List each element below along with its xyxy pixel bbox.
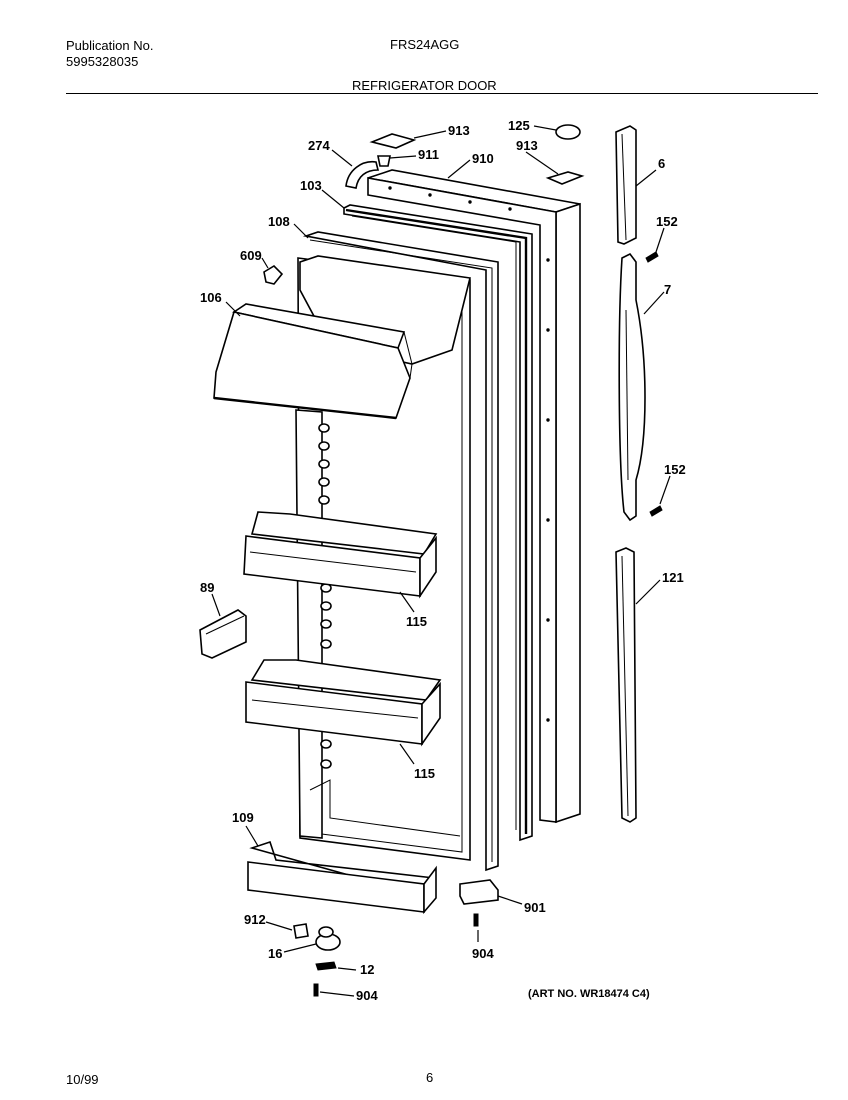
door-shelf-lower (245, 659, 442, 747)
dairy-compartment (213, 255, 471, 420)
part-label-106: 106 (200, 290, 222, 305)
part-label-901: 901 (524, 900, 546, 915)
model-number: FRS24AGG (390, 37, 460, 52)
part-label-913: 913 (448, 123, 470, 138)
part-label-904: 904 (356, 988, 378, 1003)
part-label-121: 121 (662, 570, 684, 585)
outer-door-panel (367, 169, 581, 824)
part-label-115: 115 (406, 614, 427, 629)
part-label-89: 89 (200, 580, 214, 595)
small-parts (199, 124, 585, 997)
door-gasket (343, 204, 533, 842)
publication-label: Publication No. (66, 38, 154, 53)
section-title: REFRIGERATOR DOOR (352, 78, 497, 93)
part-label-108: 108 (268, 214, 290, 229)
leader-lines (211, 125, 671, 997)
part-label-12: 12 (360, 962, 374, 977)
part-label-152: 152 (656, 214, 678, 229)
part-label-152: 152 (664, 462, 686, 477)
part-label-609: 609 (240, 248, 262, 263)
part-label-904: 904 (472, 946, 494, 961)
publication-number: 5995328035 (66, 54, 139, 69)
bottom-bin (247, 840, 437, 915)
art-number: (ART NO. WR18474 C4) (528, 988, 650, 1000)
footer-date: 10/99 (66, 1072, 99, 1087)
shelf-pegs (318, 423, 332, 769)
part-label-125: 125 (508, 118, 530, 133)
part-label-913: 913 (516, 138, 538, 153)
part-label-115: 115 (414, 766, 435, 781)
part-label-910: 910 (472, 151, 494, 166)
door-shelf-upper (243, 511, 438, 599)
part-label-16: 16 (268, 946, 282, 961)
part-label-274: 274 (308, 138, 330, 153)
part-label-103: 103 (300, 178, 322, 193)
part-label-912: 912 (244, 912, 266, 927)
door-handle-parts (615, 125, 663, 823)
header-rule (66, 93, 818, 94)
part-labels: 913 125 274 911 910 913 6 103 108 152 60… (200, 118, 686, 1003)
page-number: 6 (426, 1070, 434, 1085)
part-label-109: 109 (232, 810, 254, 825)
part-label-911: 911 (418, 147, 439, 162)
part-label-6: 6 (658, 156, 665, 171)
part-label-7: 7 (664, 282, 671, 297)
